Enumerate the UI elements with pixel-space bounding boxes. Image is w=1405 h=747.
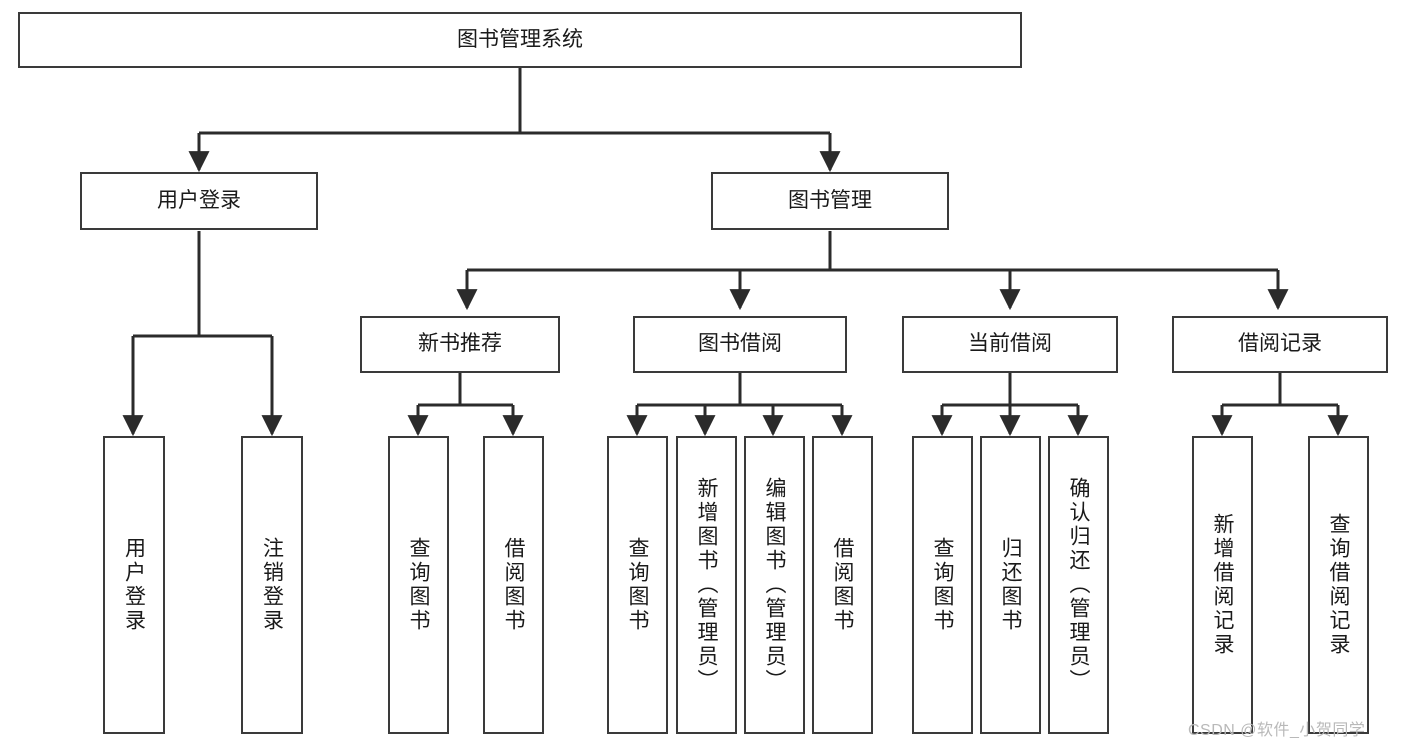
node-current-borrow-label: 当前借阅 <box>968 332 1052 356</box>
node-leaf-query-book-1-label: 查询图书 <box>407 537 430 633</box>
node-leaf-query-book-3[interactable]: 查询图书 <box>912 436 973 734</box>
node-borrow-record[interactable]: 借阅记录 <box>1172 316 1388 373</box>
node-leaf-add-book-label: 新增图书（管理员） <box>695 477 718 693</box>
node-leaf-query-record[interactable]: 查询借阅记录 <box>1308 436 1369 734</box>
node-leaf-edit-book[interactable]: 编辑图书（管理员） <box>744 436 805 734</box>
node-leaf-confirm-return[interactable]: 确认归还（管理员） <box>1048 436 1109 734</box>
node-leaf-edit-book-label: 编辑图书（管理员） <box>763 477 786 693</box>
node-leaf-borrow-book-2-label: 借阅图书 <box>831 537 854 633</box>
node-book-borrow-label: 图书借阅 <box>698 332 782 356</box>
node-borrow-record-label: 借阅记录 <box>1238 332 1322 356</box>
node-leaf-add-record-label: 新增借阅记录 <box>1211 513 1234 657</box>
node-new-book-recommend-label: 新书推荐 <box>418 332 502 356</box>
node-leaf-query-book-2[interactable]: 查询图书 <box>607 436 668 734</box>
node-user-login-label: 用户登录 <box>157 188 241 212</box>
node-leaf-return-book[interactable]: 归还图书 <box>980 436 1041 734</box>
csdn-watermark: CSDN @软件_小贺同学 <box>1188 722 1366 739</box>
node-user-login[interactable]: 用户登录 <box>80 172 318 230</box>
node-root-system[interactable]: 图书管理系统 <box>18 12 1022 68</box>
node-leaf-borrow-book-1[interactable]: 借阅图书 <box>483 436 544 734</box>
node-new-book-recommend[interactable]: 新书推荐 <box>360 316 560 373</box>
node-leaf-borrow-book-1-label: 借阅图书 <box>502 537 525 633</box>
node-leaf-borrow-book-2[interactable]: 借阅图书 <box>812 436 873 734</box>
node-book-borrow[interactable]: 图书借阅 <box>633 316 847 373</box>
node-book-manage-label: 图书管理 <box>788 188 872 212</box>
node-leaf-return-book-label: 归还图书 <box>999 537 1022 633</box>
node-book-manage[interactable]: 图书管理 <box>711 172 949 230</box>
node-leaf-add-book[interactable]: 新增图书（管理员） <box>676 436 737 734</box>
node-leaf-user-login-label: 用户登录 <box>122 537 146 633</box>
node-leaf-query-book-3-label: 查询图书 <box>931 537 954 633</box>
node-leaf-confirm-return-label: 确认归还（管理员） <box>1067 477 1090 693</box>
node-leaf-logout-login-label: 注销登录 <box>260 537 284 633</box>
node-leaf-query-book-2-label: 查询图书 <box>626 537 649 633</box>
node-root-system-label: 图书管理系统 <box>457 27 583 51</box>
node-leaf-logout-login[interactable]: 注销登录 <box>241 436 303 734</box>
node-leaf-query-book-1[interactable]: 查询图书 <box>388 436 449 734</box>
node-current-borrow[interactable]: 当前借阅 <box>902 316 1118 373</box>
node-leaf-user-login[interactable]: 用户登录 <box>103 436 165 734</box>
node-leaf-query-record-label: 查询借阅记录 <box>1327 513 1350 657</box>
node-leaf-add-record[interactable]: 新增借阅记录 <box>1192 436 1253 734</box>
